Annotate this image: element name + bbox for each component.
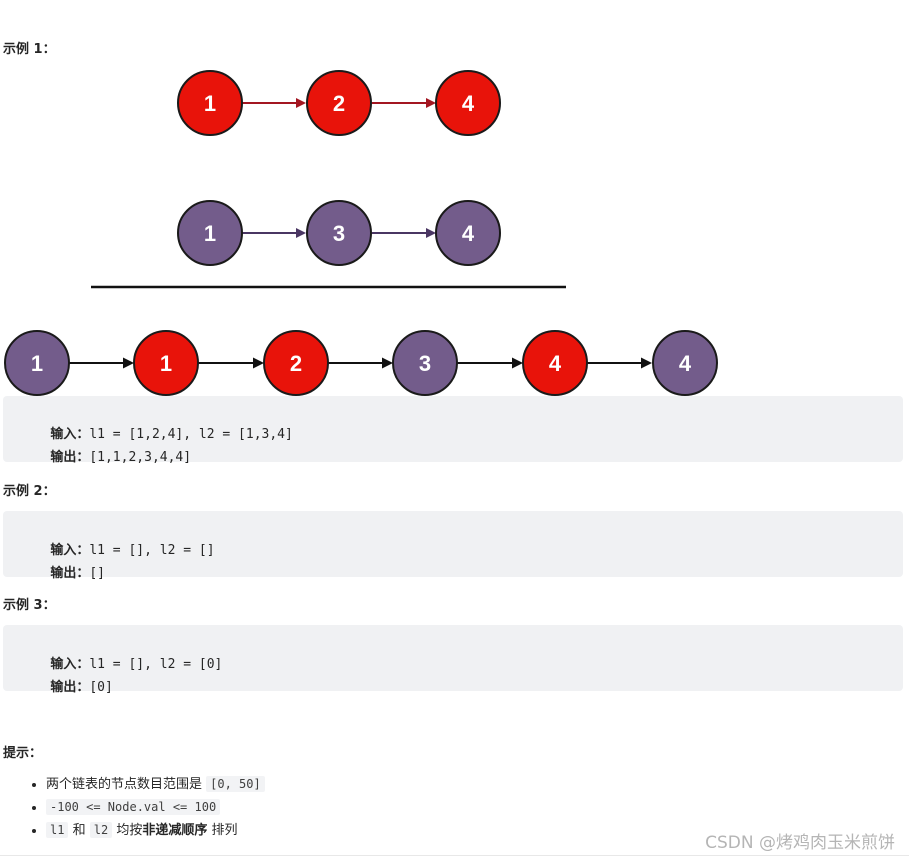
list2-node: 1 — [177, 200, 243, 266]
example-3-code-block: 输入：l1 = [], l2 = [0] 输出：[0] — [3, 625, 903, 695]
list2-node: 3 — [306, 200, 372, 266]
list1-node-value: 2 — [333, 91, 345, 116]
example-2-heading: 示例 2： — [3, 484, 56, 499]
input-value: l1 = [], l2 = [0] — [89, 657, 223, 672]
list1-node: 2 — [306, 70, 372, 136]
merged-node: 3 — [392, 330, 458, 396]
bottom-divider — [0, 855, 909, 856]
constraint-text: 均按 — [116, 823, 143, 838]
merged-node: 2 — [263, 330, 329, 396]
example-2-code-block: 输入：l1 = [], l2 = [] 输出：[] — [3, 511, 903, 581]
constraint-bold-text: 非递减顺序 — [142, 823, 208, 838]
merge-linked-lists-diagram: 1 2 4 1 3 4 1 1 2 3 — [4, 70, 718, 396]
example-1-code-block: 输入：l1 = [1,2,4], l2 = [1,3,4] 输出：[1,1,2,… — [3, 396, 903, 465]
constraint-text: 和 — [72, 823, 86, 838]
hints-heading: 提示： — [3, 746, 43, 761]
merged-node-value: 4 — [549, 351, 562, 376]
constraints-list: 两个链表的节点数目范围是 [0, 50] -100 <= Node.val <=… — [22, 773, 265, 842]
output-label: 输出： — [50, 680, 90, 695]
list2-node: 4 — [435, 200, 501, 266]
merged-node: 4 — [652, 330, 718, 396]
inline-code: -100 <= Node.val <= 100 — [46, 799, 221, 815]
inline-code: l2 — [89, 822, 113, 838]
list1-node-value: 1 — [204, 91, 216, 116]
list1-node: 4 — [435, 70, 501, 136]
input-value: l1 = [1,2,4], l2 = [1,3,4] — [89, 427, 293, 442]
output-value: [1,1,2,3,4,4] — [89, 450, 192, 465]
csdn-watermark: CSDN @烤鸡肉玉米煎饼 — [705, 833, 895, 853]
input-label: 输入： — [50, 543, 90, 558]
list1-node-value: 4 — [462, 91, 475, 116]
output-value: [] — [89, 566, 105, 581]
input-value: l1 = [], l2 = [] — [89, 543, 215, 558]
example-1-heading: 示例 1： — [3, 42, 56, 57]
example-3-heading: 示例 3： — [3, 598, 56, 613]
constraint-text: 排列 — [211, 823, 238, 838]
list2-node-value: 3 — [333, 221, 345, 246]
output-label: 输出： — [50, 450, 90, 465]
constraint-item: -100 <= Node.val <= 100 — [46, 796, 265, 819]
merged-node: 1 — [4, 330, 70, 396]
list2-node-value: 4 — [462, 221, 475, 246]
inline-code: l1 — [46, 822, 69, 838]
merged-node-value: 3 — [419, 351, 431, 376]
constraint-item: l1 和 l2 均按非递减顺序 排列 — [46, 819, 265, 842]
output-value: [0] — [89, 680, 113, 695]
constraint-text: 两个链表的节点数目范围是 — [46, 777, 203, 792]
list2-node-value: 1 — [204, 221, 216, 246]
input-label: 输入： — [50, 427, 90, 442]
merged-node-value: 1 — [160, 351, 172, 376]
inline-code: [0, 50] — [206, 776, 265, 792]
merged-node: 4 — [522, 330, 588, 396]
merged-node-value: 2 — [290, 351, 302, 376]
output-label: 输出： — [50, 566, 90, 581]
merged-node-value: 4 — [679, 351, 692, 376]
merged-node: 1 — [133, 330, 199, 396]
input-label: 输入： — [50, 657, 90, 672]
merged-node-value: 1 — [31, 351, 43, 376]
constraint-item: 两个链表的节点数目范围是 [0, 50] — [46, 773, 265, 796]
list1-node: 1 — [177, 70, 243, 136]
